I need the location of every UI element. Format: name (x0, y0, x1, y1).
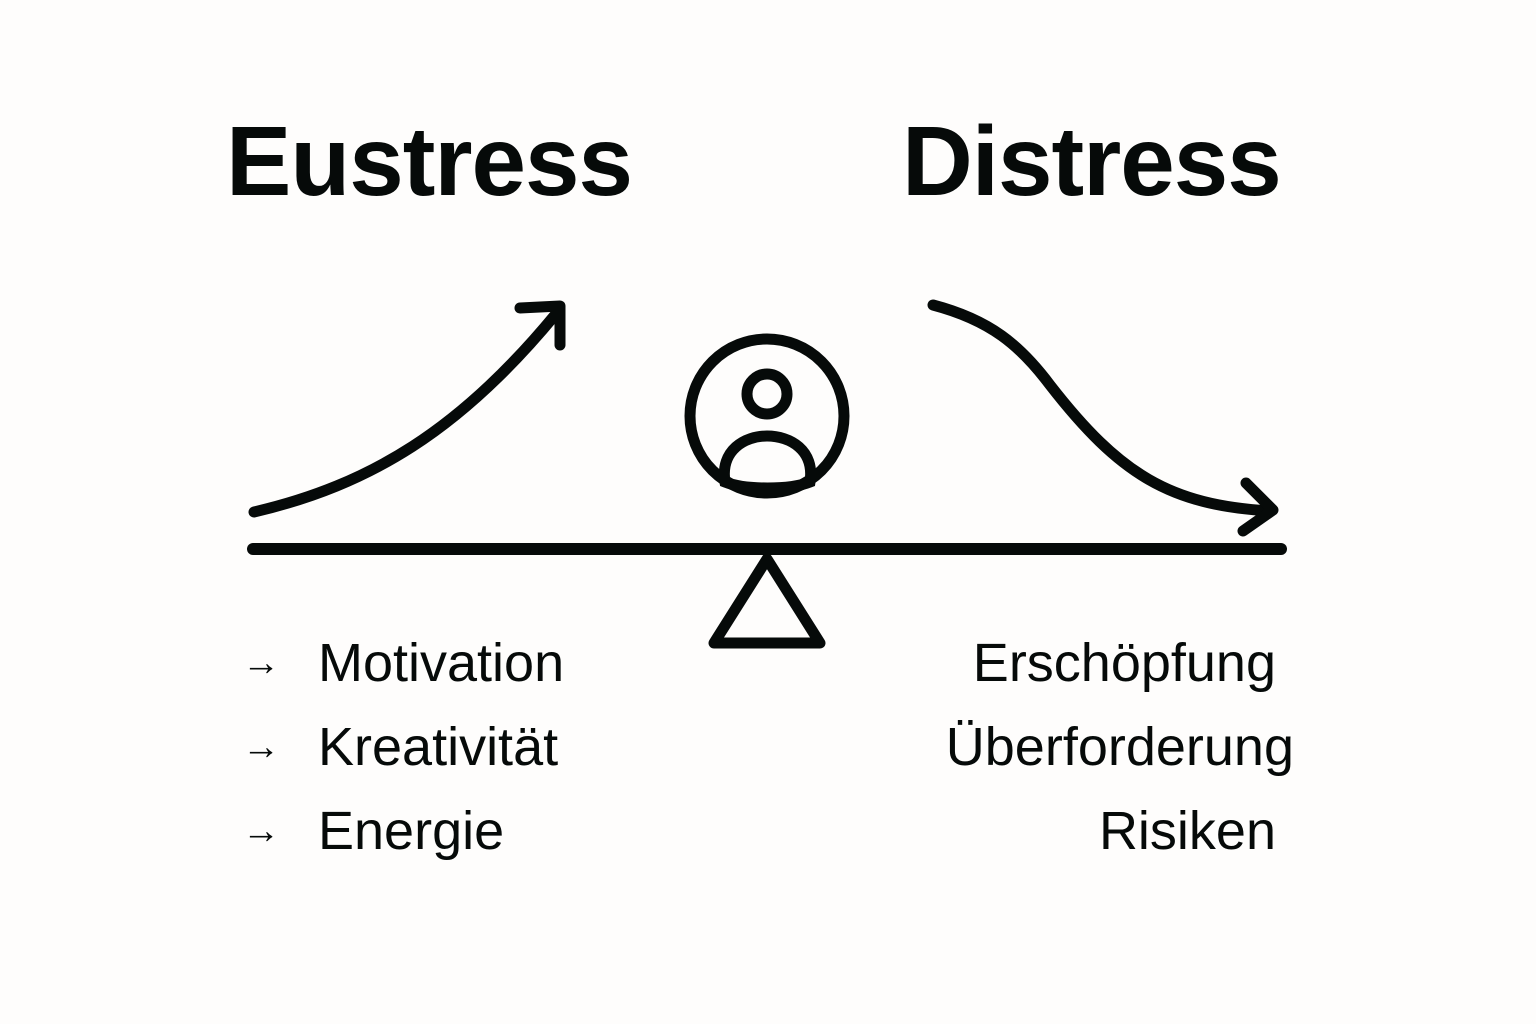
eustress-title: Eustress (226, 106, 633, 216)
distress-title: Distress (902, 106, 1282, 216)
eustress-item: → Kreativität (242, 720, 564, 804)
distress-item: Erschöpfung (972, 633, 1276, 693)
eustress-item-label: Energie (318, 801, 505, 861)
eustress-list: → Motivation → Kreativität → Energie (242, 636, 564, 888)
fulcrum-triangle-icon (708, 553, 826, 649)
distress-list: Erschöpfung Überforderung Risiken (946, 633, 1294, 888)
arrow-right-icon: → (242, 810, 280, 852)
rising-arrow-icon (248, 300, 566, 518)
distress-item: Überforderung (945, 717, 1294, 777)
eustress-item: → Energie (242, 804, 564, 888)
eustress-item-label: Motivation (318, 633, 565, 693)
arrow-right-icon: → (242, 642, 280, 684)
distress-item: Risiken (1098, 801, 1276, 861)
person-icon (684, 333, 850, 499)
falling-arrow-icon (927, 299, 1279, 537)
eustress-item-label: Kreativität (318, 717, 559, 777)
arrow-right-icon: → (242, 726, 280, 768)
eustress-item: → Motivation (242, 636, 564, 720)
